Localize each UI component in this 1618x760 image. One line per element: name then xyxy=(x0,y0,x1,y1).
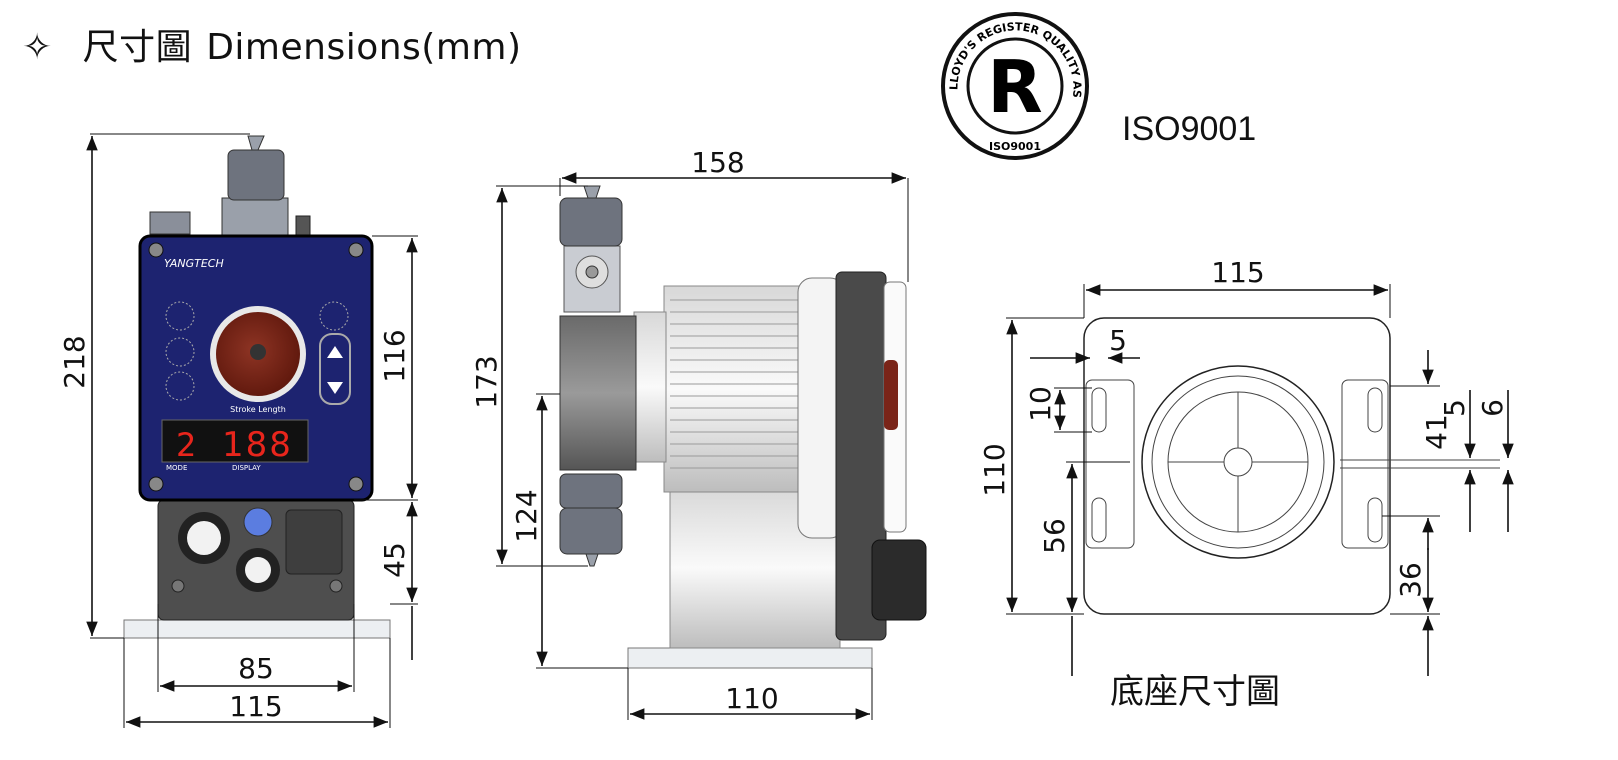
dim-side-110: 110 xyxy=(725,682,778,715)
dim-front-116: 116 xyxy=(378,329,411,382)
dim-front-45: 45 xyxy=(378,542,411,578)
base-plate-view: 115 110 5 10 56 41 xyxy=(978,256,1514,676)
dim-base-115: 115 xyxy=(1211,256,1264,289)
dim-side-158: 158 xyxy=(691,146,744,179)
dim-base-41: 41 xyxy=(1420,414,1453,450)
base-view-caption: 底座尺寸圖 xyxy=(1110,672,1280,712)
dim-front-218: 218 xyxy=(58,335,91,388)
title-english: Dimensions(mm) xyxy=(206,27,522,68)
dim-base-right-6: 6 xyxy=(1476,399,1509,417)
front-view: YANGTECH Stroke Length 2 188 MODE DISPLA… xyxy=(58,133,418,728)
led-readout-left: 2 xyxy=(176,426,196,464)
dim-base-36: 36 xyxy=(1394,562,1427,598)
dim-front-115: 115 xyxy=(229,690,282,723)
title-chinese: 尺寸圖 xyxy=(82,27,193,68)
diamond-bullet-icon: ✧ xyxy=(22,27,53,68)
dial-label: Stroke Length xyxy=(230,405,286,414)
led-readout-main: 188 xyxy=(222,425,293,465)
up-arrow-icon xyxy=(327,346,343,358)
mode-label: MODE xyxy=(166,464,187,472)
down-arrow-icon xyxy=(327,382,343,394)
dim-base-slot-10: 10 xyxy=(1024,386,1057,422)
dim-side-124: 124 xyxy=(510,489,543,542)
dim-side-173: 173 xyxy=(470,355,503,408)
seal-bottom-text: ISO9001 xyxy=(989,140,1041,153)
brand-logo: YANGTECH xyxy=(164,257,224,270)
dim-base-56: 56 xyxy=(1038,518,1071,554)
iso-label: ISO9001 xyxy=(1122,110,1257,148)
blue-button-icon xyxy=(243,507,273,537)
dim-base-right-5: 5 xyxy=(1438,399,1471,417)
dim-front-85: 85 xyxy=(238,652,274,685)
dim-base-110: 110 xyxy=(978,443,1011,496)
seal-letter: R xyxy=(987,45,1042,129)
dim-base-slot-5: 5 xyxy=(1109,324,1127,357)
seal-ring-text: LLOYD'S REGISTER QUALITY ASSURANCE xyxy=(0,0,1084,98)
page-title: ✧ 尺寸圖 Dimensions(mm) xyxy=(22,18,522,70)
display-label: DISPLAY xyxy=(232,464,261,472)
side-view: 158 173 124 110 xyxy=(470,146,927,720)
